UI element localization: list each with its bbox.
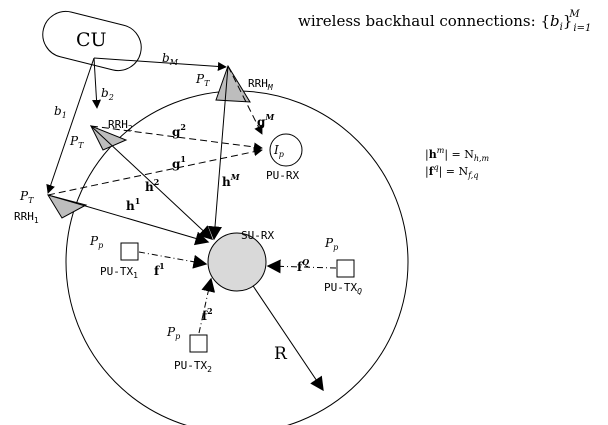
f-link-2 (198, 277, 216, 334)
b-m-label: bM (162, 51, 179, 67)
h-m-label: hM (222, 172, 241, 189)
backhaul-title: wireless backhaul connections: {bi}i=1M (298, 9, 591, 34)
rrh-m-triangle (215, 64, 251, 103)
backhaul-link-1 (46, 57, 95, 194)
pu-tx-1-square (120, 242, 139, 261)
radius-label: R (274, 344, 288, 364)
pu-tx-1-label: PU-TX1 (100, 265, 138, 280)
h-1-label: h1 (126, 196, 140, 213)
f-link-q (266, 259, 337, 274)
h-link-m (208, 65, 229, 241)
cu-node: CU (42, 10, 142, 72)
h-2-label: h2 (145, 177, 159, 194)
f-link-1 (138, 251, 208, 269)
pu-tx-2-label: PU-TX2 (174, 359, 212, 374)
backhaul-link-2 (92, 57, 102, 109)
rrh-2-label: RRH2 (108, 118, 133, 133)
f-q-label: fQ (297, 257, 309, 274)
g-2-label: g2 (172, 122, 186, 139)
rrh-m-label: RRHM (248, 77, 274, 92)
rrh-1-label: RRH1 (14, 210, 39, 225)
g-link-m (227, 65, 263, 135)
f-1-label: f1 (154, 261, 165, 278)
pt-1-label: PT (19, 189, 34, 205)
pp-1-label: Pp (89, 234, 103, 250)
f-2-label: f2 (202, 306, 213, 323)
pu-rx-label: PU-RX (266, 169, 299, 182)
rrh-2-triangle (89, 125, 128, 151)
rrh-1-triangle (46, 194, 88, 219)
h-link-2 (90, 125, 214, 240)
g-m-label: gM (257, 112, 275, 129)
pu-tx-q-label: PU-TXQ (324, 281, 362, 296)
pp-q-label: Pp (324, 236, 338, 252)
su-rx-label: SU-RX (241, 229, 274, 242)
b-2-label: b2 (101, 86, 114, 102)
h-link-1 (47, 194, 210, 246)
pt-2-label: PT (69, 134, 84, 150)
pp-2-label: Pp (166, 325, 180, 341)
g-link-1 (47, 147, 263, 196)
su-rx-circle (207, 232, 267, 292)
g-1-label: g1 (172, 154, 186, 171)
pu-rx-circle (269, 133, 303, 167)
legend-f-line: |fq| = Nf,q (425, 163, 478, 180)
interference-threshold-label: Ip (273, 143, 284, 159)
pt-m-label: PT (195, 72, 210, 88)
cu-label: CU (76, 29, 107, 51)
pu-tx-q-square (336, 259, 355, 278)
pu-tx-2-square (189, 334, 208, 353)
g-link-2 (90, 125, 263, 152)
backhaul-link-m (93, 57, 227, 71)
b-1-label: b1 (54, 104, 67, 120)
legend-h-line: |hm| = Nh,m (425, 146, 490, 163)
